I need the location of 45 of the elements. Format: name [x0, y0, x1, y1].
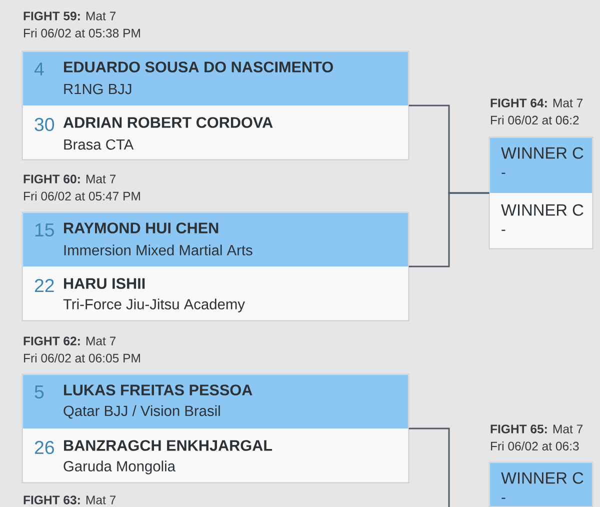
team-name: Brasa CTA [64, 139, 134, 150]
competitor-row [23, 375, 408, 428]
seed-number: 5 [34, 385, 44, 398]
bracket-line [408, 428, 450, 507]
competitor-row [490, 138, 592, 193]
competitor-name: RAYMOND HUI CHEN [64, 222, 218, 234]
competitor-name: WINNER C [501, 472, 584, 484]
competitor-name: ADRIAN ROBERT CORDOVA [63, 117, 273, 128]
fight-label: FIGHT 60: Mat 7 [24, 174, 116, 184]
team-name: Garuda Mongolia [64, 460, 176, 474]
placeholder-dash: - [502, 498, 506, 499]
fight-time: Fri 06/02 at 05:47 PM [24, 192, 140, 200]
bracket-line [408, 192, 490, 268]
fight-time: Fri 06/02 at 06:3 [491, 442, 579, 450]
team-name: Qatar BJJ / Vision Brasil [64, 405, 220, 419]
seed-number: 30 [34, 118, 54, 132]
competitor-name: WINNER C [501, 147, 584, 159]
seed-number: 4 [34, 62, 44, 76]
competitor-row [23, 106, 408, 159]
seed-number: 26 [34, 440, 54, 454]
fight-label: FIGHT 59: Mat 7 [24, 12, 116, 20]
competitor-row [23, 213, 408, 266]
placeholder-dash: - [502, 230, 506, 231]
team-name: Tri-Force Jiu-Jitsu Academy [63, 298, 245, 312]
seed-number: 15 [35, 224, 54, 237]
fight-time: Fri 06/02 at 06:05 PM [24, 354, 140, 362]
fight-time: Fri 06/02 at 05:38 PM [24, 28, 140, 38]
team-name: Immersion Mixed Martial Arts [64, 244, 252, 256]
seed-number: 22 [34, 278, 54, 292]
fight-label: FIGHT 63: Mat 7 [24, 496, 116, 504]
competitor-row [490, 193, 592, 248]
fight-time: Fri 06/02 at 06:2 [491, 116, 579, 124]
competitor-row [23, 266, 408, 320]
fight-label: FIGHT 65: Mat 7 [490, 424, 583, 434]
fight-label: FIGHT 62: Mat 7 [24, 336, 116, 346]
placeholder-dash: - [502, 172, 506, 174]
fight-label: FIGHT 64: Mat 7 [490, 98, 583, 108]
team-name: R1NG BJJ [64, 84, 132, 94]
competitor-row [23, 52, 408, 106]
competitor-row [23, 428, 408, 482]
competitor-name: WINNER C [501, 204, 584, 216]
competitor-name: LUKAS FREITAS PESSOA [64, 384, 252, 396]
competitor-name: EDUARDO SOUSA DO NASCIMENTO [64, 62, 333, 72]
competitor-name: HARU ISHII [64, 278, 145, 289]
competitor-name: BANZRAGCH ENKHJARGAL [64, 440, 272, 451]
